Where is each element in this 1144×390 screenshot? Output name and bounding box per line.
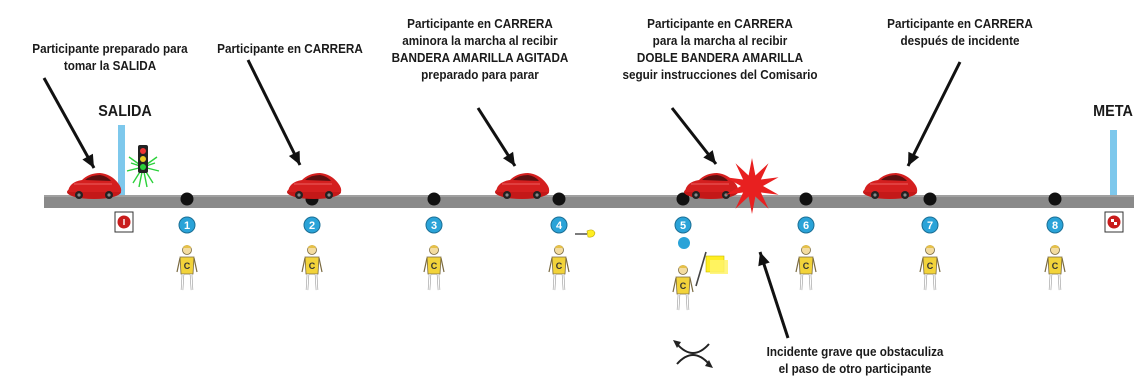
- incident-note-line-1: Incidente grave que obstaculiza: [766, 344, 944, 359]
- post-dot-7: [923, 192, 937, 206]
- post-dot-8: [1048, 192, 1062, 206]
- start-pole: [118, 125, 125, 195]
- incident-note-label: Incidente grave que obstaculiza el paso …: [747, 343, 963, 377]
- stop-note-line-4: seguir instrucciones del Comisario: [622, 67, 818, 82]
- after-note-line-1: Participante en CARRERA: [887, 16, 1033, 31]
- arrow-after-note: [906, 61, 962, 167]
- post-number-6: 6: [803, 220, 809, 232]
- post-dot-4: [552, 192, 566, 206]
- car-start-icon: [66, 172, 122, 200]
- slow-note-label: Participante en CARRERA aminora la march…: [377, 15, 584, 83]
- marshal-5-badge-icon: [678, 237, 690, 249]
- post-number-badge-4: 4: [550, 216, 568, 234]
- incident-note-line-2: el paso de otro participante: [778, 361, 932, 376]
- after-note-label: Participante en CARRERA después de incid…: [870, 15, 1050, 49]
- double-yellow-flag-icon: [695, 251, 728, 287]
- car-race-icon: [286, 172, 342, 200]
- car-slow-icon: [494, 172, 550, 200]
- post-dot-5: [676, 192, 690, 206]
- post-number-4: 4: [556, 220, 563, 232]
- post-number-badge-3: 3: [425, 216, 443, 234]
- finish-post-badge-icon: [1104, 211, 1124, 233]
- arrow-incident-note: [758, 251, 790, 339]
- post-number-5: 5: [680, 220, 686, 232]
- post-number-badge-1: 1: [178, 216, 196, 234]
- stop-note-line-1: Participante en CARRERA: [647, 16, 793, 31]
- start-label: SALIDA: [98, 103, 152, 120]
- car-stop-icon: [683, 172, 739, 200]
- post-number-badge-8: 8: [1046, 216, 1064, 234]
- start-note-label: Participante preparado para tomar la SAL…: [11, 40, 209, 74]
- race-note-line-1: Participante en CARRERA: [217, 41, 363, 56]
- finish-label: META: [1093, 103, 1133, 120]
- track-layer: [44, 125, 1134, 208]
- car-after-icon: [862, 172, 918, 200]
- stop-note-label: Participante en CARRERA para la marcha a…: [612, 15, 828, 83]
- arrow-slow-note: [476, 107, 517, 167]
- slow-note-line-4: preparado para parar: [421, 67, 539, 82]
- arrow-stop-note: [670, 107, 718, 165]
- marshal-3-icon: [422, 243, 446, 292]
- items-layer: 1 2 3 4 5 6 7 8: [66, 145, 1124, 368]
- marshal-1-icon: [175, 243, 199, 292]
- marshal-4-icon: [547, 243, 571, 292]
- marshal-5-icon: [671, 263, 695, 312]
- race-note-label: Participante en CARRERA: [205, 40, 376, 57]
- stop-note-line-3: DOBLE BANDERA AMARILLA: [636, 50, 804, 65]
- marshal-8-icon: [1043, 243, 1067, 292]
- slow-note-line-3: BANDERA AMARILLA AGITADA: [391, 50, 569, 65]
- post-number-badge-7: 7: [921, 216, 939, 234]
- traffic-light-icon: [126, 145, 160, 188]
- after-note-line-2: después de incidente: [900, 33, 1020, 48]
- incident-star-icon: [725, 158, 779, 214]
- slow-note-line-2: aminora la marcha al recibir: [402, 33, 558, 48]
- pointer-arrows: [42, 59, 962, 339]
- post-number-7: 7: [927, 220, 933, 232]
- post-number-badge-2: 2: [303, 216, 321, 234]
- post-number-badge-6: 6: [797, 216, 815, 234]
- start-note-line-1: Participante preparado para: [32, 41, 188, 56]
- slow-note-line-1: Participante en CARRERA: [407, 16, 553, 31]
- post-dot-6: [799, 192, 813, 206]
- post-number-2: 2: [309, 220, 315, 232]
- yellow-flag-icon: [575, 229, 596, 238]
- track-bar: [44, 195, 1134, 208]
- post-number-1: 1: [184, 220, 190, 232]
- post-dot-1: [180, 192, 194, 206]
- marshal-7-icon: [918, 243, 942, 292]
- marshal-2-icon: [300, 243, 324, 292]
- marshal-6-icon: [794, 243, 818, 292]
- finish-pole: [1110, 130, 1117, 195]
- post-number-badge-5: 5: [674, 216, 692, 234]
- start-post-badge-icon: [114, 211, 134, 233]
- cross-arrows-icon: [673, 340, 713, 368]
- arrow-race-note: [246, 59, 302, 166]
- post-dot-3: [427, 192, 441, 206]
- post-number-3: 3: [431, 220, 437, 232]
- start-note-line-2: tomar la SALIDA: [63, 58, 157, 73]
- arrow-start-note: [42, 77, 96, 169]
- stop-note-line-2: para la marcha al recibir: [652, 33, 788, 48]
- post-number-8: 8: [1052, 220, 1058, 232]
